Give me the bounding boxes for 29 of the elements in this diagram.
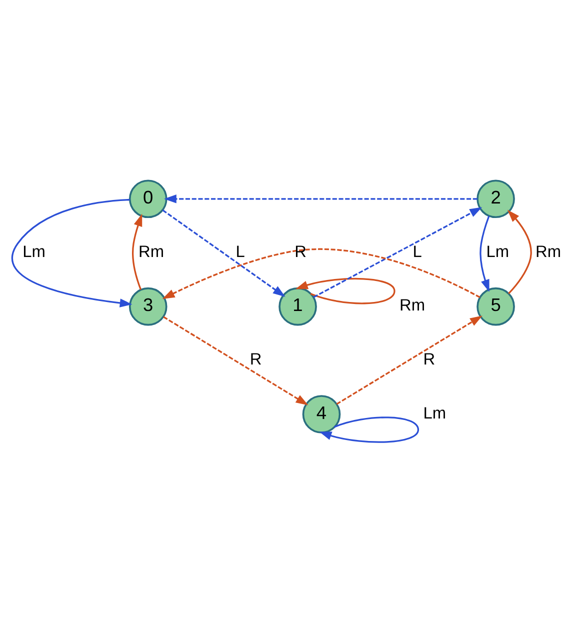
edge-label: Rm	[535, 242, 562, 261]
edge-label: Rm	[138, 242, 164, 261]
edge-label: Lm	[486, 242, 509, 261]
node-circle: 5	[476, 287, 515, 326]
arrow	[313, 207, 482, 298]
node-circle: 4	[302, 395, 341, 434]
arrow	[336, 316, 482, 405]
arrow	[162, 209, 286, 297]
edge-label: R	[250, 350, 262, 368]
arrow	[480, 216, 490, 292]
edge-label: Lm	[423, 404, 446, 422]
arrow	[162, 248, 480, 300]
edge-label: R	[294, 242, 306, 261]
node-circle: 1	[278, 287, 317, 326]
arrow	[163, 316, 308, 406]
edge-label: L	[236, 242, 245, 261]
node-circle: 2	[476, 180, 515, 218]
arrow	[164, 194, 478, 204]
edge-label: R	[423, 350, 436, 368]
node-circle: 0	[128, 180, 168, 218]
edge-label: Lm	[22, 242, 46, 261]
arrow	[507, 210, 532, 294]
node-circle: 3	[128, 287, 168, 326]
arrow	[319, 416, 420, 443]
arrow	[12, 198, 132, 308]
edge-label: L	[412, 242, 422, 261]
arrow	[132, 214, 142, 290]
edge-label: Rm	[400, 296, 426, 315]
arrow	[295, 278, 396, 304]
